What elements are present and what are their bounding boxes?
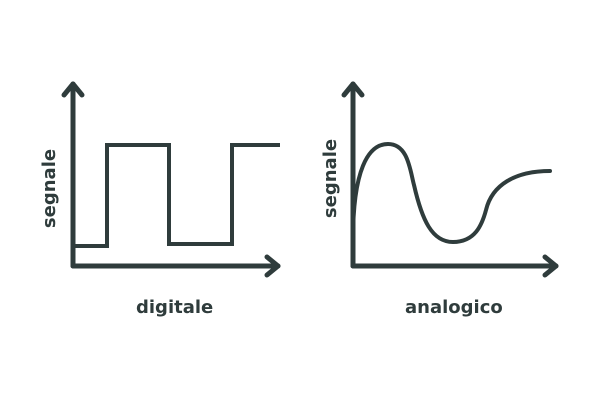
analog-x-label: analogico	[405, 297, 503, 318]
digital-axes	[61, 81, 281, 278]
digital-signal-line	[75, 143, 280, 248]
analog-y-label: segnale	[320, 138, 342, 219]
digital-y-label: segnale	[39, 148, 61, 229]
analog-axes	[341, 81, 559, 278]
digital-x-label: digitale	[136, 297, 214, 318]
analog-signal-curve	[351, 142, 552, 244]
